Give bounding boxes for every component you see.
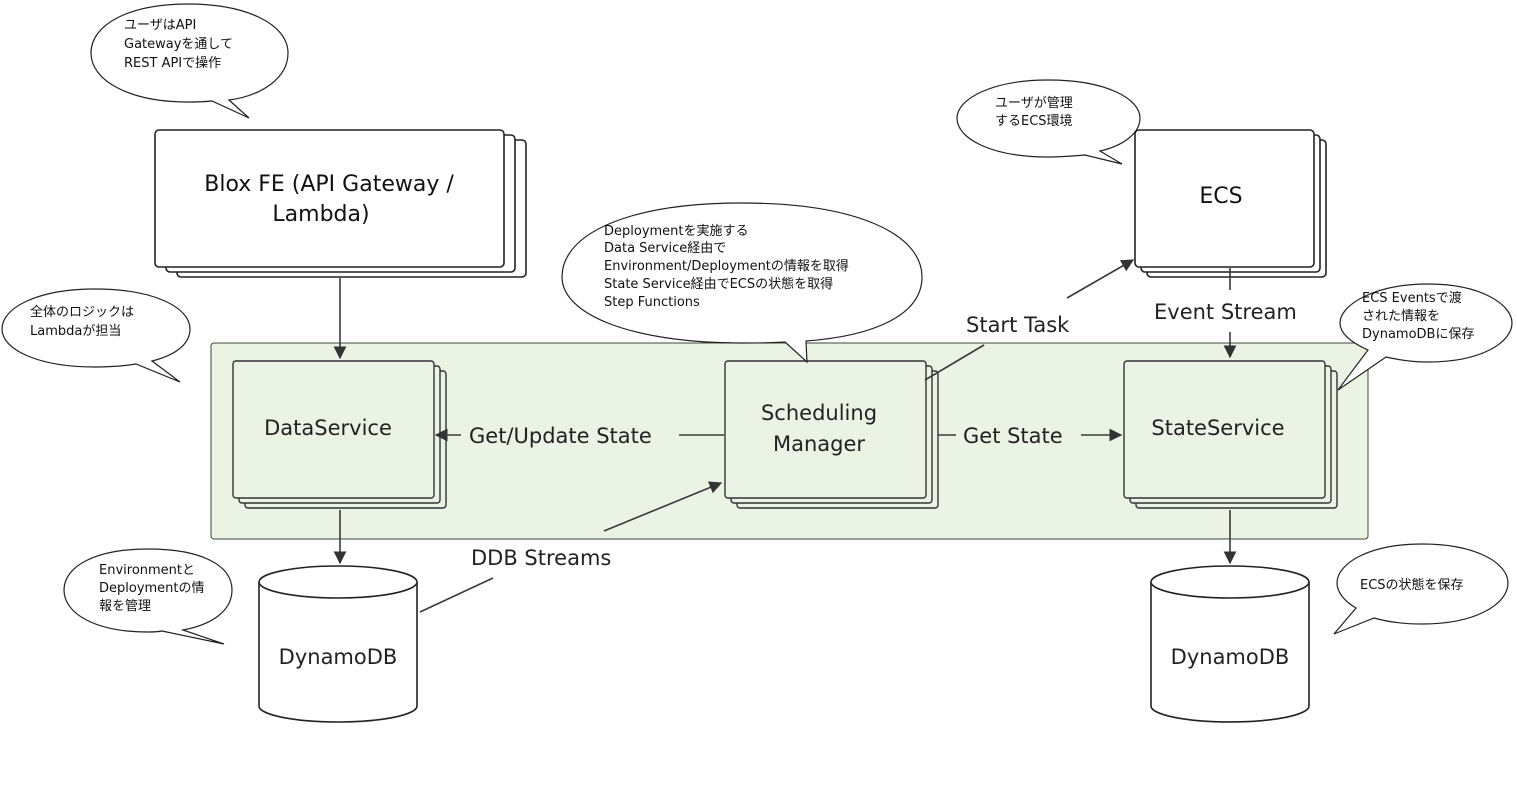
svg-text:Step Functions: Step Functions [604,295,700,310]
ecs-label: ECS [1199,184,1242,209]
ecs-node: ECS [1134,129,1327,278]
scheduling-manager-label-line1: Scheduling [761,401,877,425]
svg-text:ユーザが管理: ユーザが管理 [995,96,1073,111]
blox-fe-label-line1: Blox FE (API Gateway / [204,172,454,197]
svg-text:State Service経由でECSの状態を取得: State Service経由でECSの状態を取得 [604,276,833,292]
svg-text:された情報を: された情報を [1362,309,1440,324]
svg-text:ユーザはAPI: ユーザはAPI [124,18,196,33]
svg-text:Deploymentを実施する: Deploymentを実施する [604,223,749,239]
dynamodb-right-node: DynamoDB [1150,565,1310,723]
note-ecs-state: ECSの状態を保存 [1333,543,1509,635]
svg-text:Environmentと: Environmentと [99,563,195,578]
svg-text:Data Service経由で: Data Service経由で [604,241,726,256]
svg-text:全体のロジックは: 全体のロジックは [30,304,134,320]
get-state-label: Get State [963,424,1063,448]
svg-text:ECS Eventsで渡: ECS Eventsで渡 [1362,290,1462,306]
note-deployment: Deploymentを実施する Data Service経由で Environm… [561,202,923,364]
edge-start-task-arrow [1066,259,1135,299]
svg-text:REST APIで操作: REST APIで操作 [124,55,221,71]
svg-text:報を管理: 報を管理 [99,599,151,614]
svg-text:DynamoDBに保存: DynamoDBに保存 [1362,327,1474,342]
edge-ddb-streams-arrow [603,481,723,532]
state-service-node: StateService [1123,360,1338,509]
blox-fe-node: Blox FE (API Gateway / Lambda) [154,129,527,278]
svg-text:Gatewayを通して: Gatewayを通して [124,37,233,52]
data-service-label: DataService [264,416,392,440]
edge-ddb-streams-tail [419,577,494,613]
scheduling-manager-node: Scheduling Manager [724,360,939,509]
svg-text:Environment/Deploymentの情報を取得: Environment/Deploymentの情報を取得 [604,258,849,274]
svg-text:Deploymentの情: Deploymentの情 [99,581,205,596]
dynamodb-left-label: DynamoDB [279,645,398,669]
state-service-label: StateService [1151,416,1284,440]
note-environment-info: Environmentと Deploymentの情 報を管理 [63,548,233,645]
svg-text:するECS環境: するECS環境 [995,114,1073,129]
start-task-label: Start Task [966,313,1070,337]
event-stream-label: Event Stream [1154,300,1297,324]
blox-fe-label-line2: Lambda) [272,202,369,227]
note-ecs-events: ECS Eventsで渡 された情報を DynamoDBに保存 [1337,283,1513,391]
scheduling-manager-label-line2: Manager [773,432,865,456]
note-ecs-user: ユーザが管理 するECS環境 [956,79,1141,165]
note-api-gateway: ユーザはAPI Gatewayを通して REST APIで操作 [90,3,289,119]
get-update-state-label: Get/Update State [469,424,652,448]
data-service-node: DataService [232,360,447,509]
svg-text:ECSの状態を保存: ECSの状態を保存 [1360,577,1464,593]
dynamodb-right-label: DynamoDB [1171,645,1290,669]
edge-start-task-tail [924,344,985,381]
note-lambda-logic: 全体のロジックは Lambdaが担当 [1,288,191,383]
svg-text:Lambdaが担当: Lambdaが担当 [30,324,121,339]
ddb-streams-label: DDB Streams [471,546,611,570]
dynamodb-left-node: DynamoDB [258,565,418,723]
